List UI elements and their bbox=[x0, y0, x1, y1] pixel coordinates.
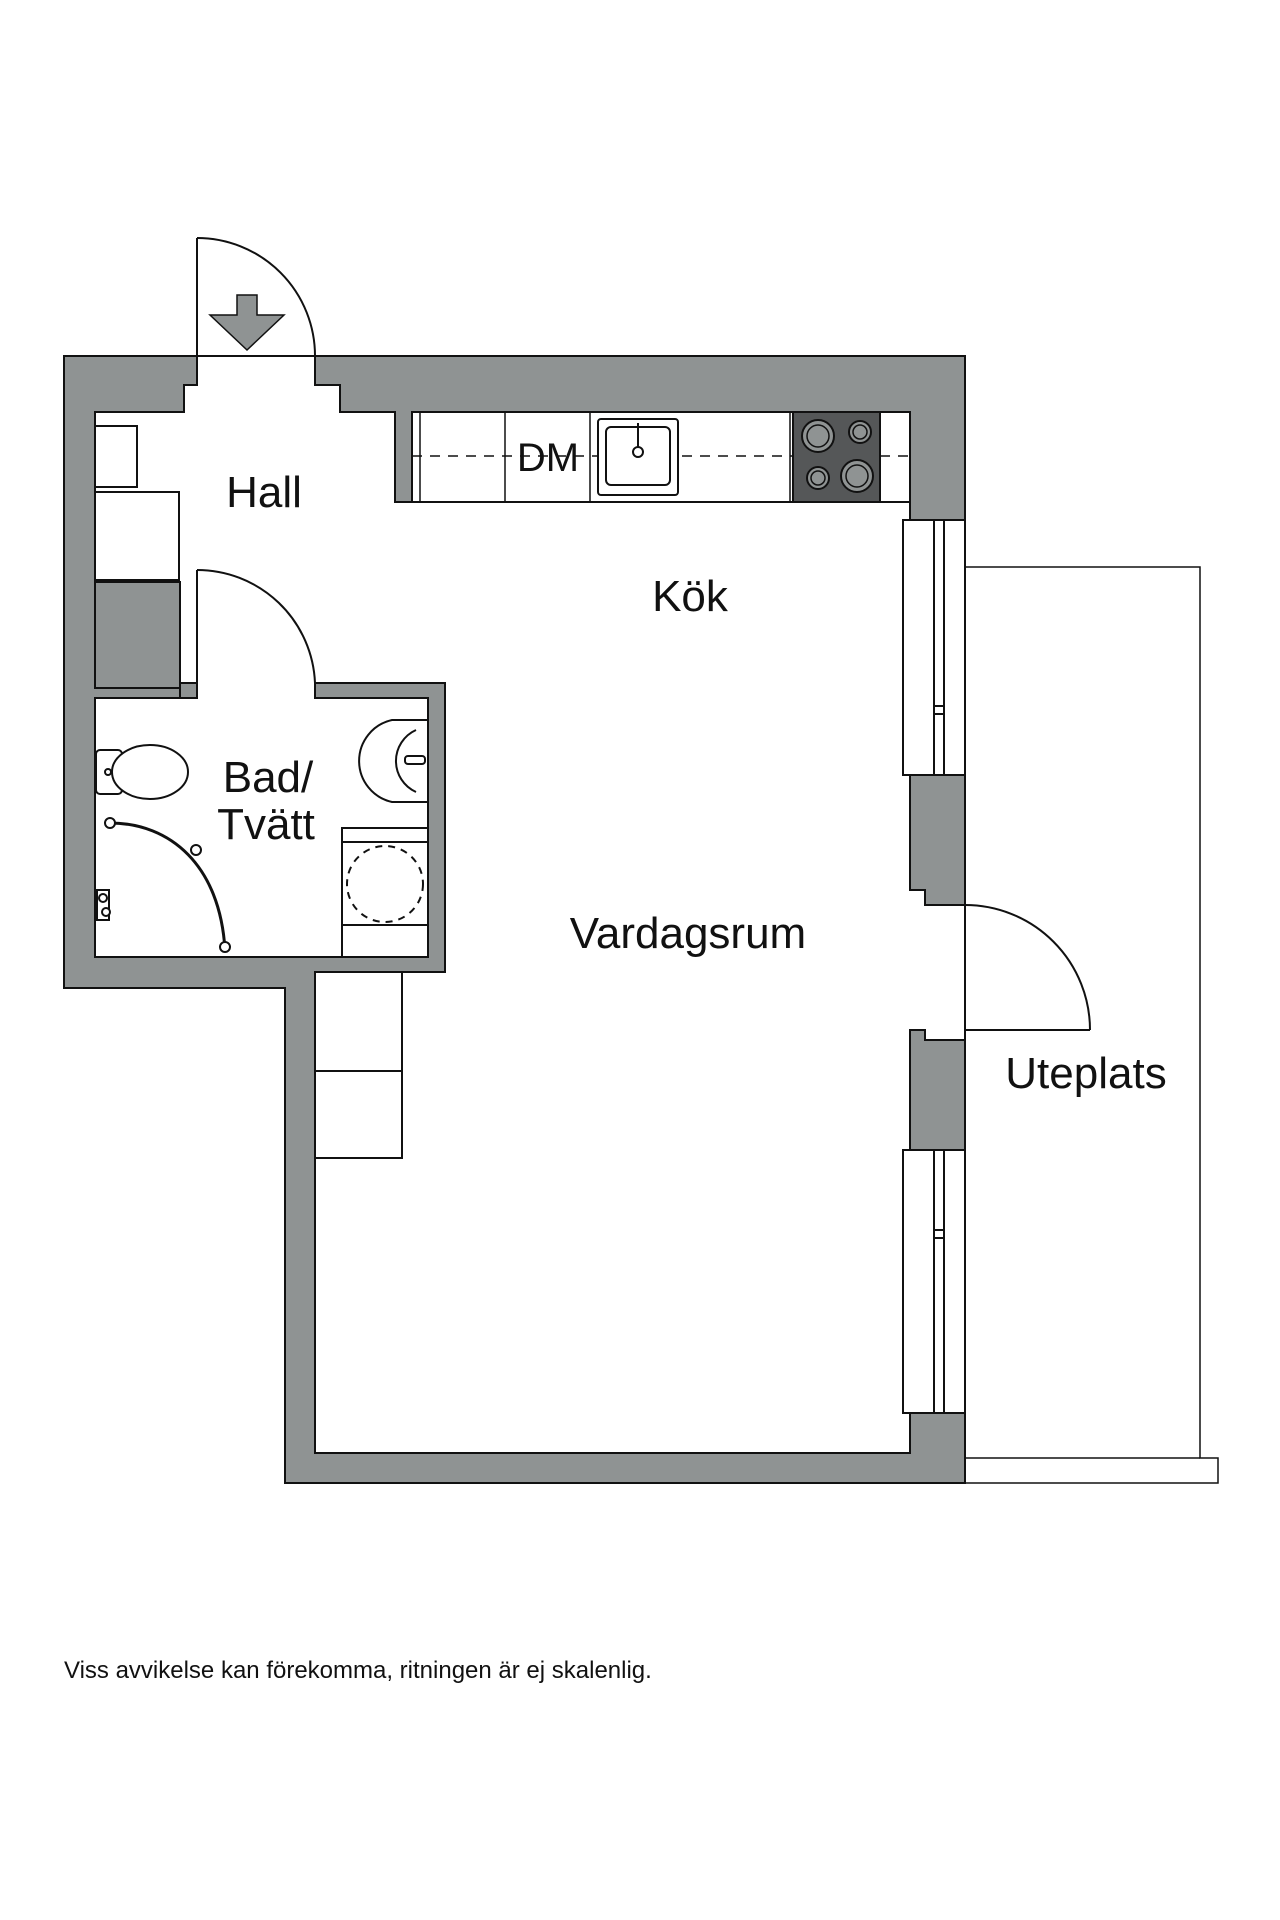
storage-upper bbox=[314, 971, 403, 1072]
kitchen-sink-icon bbox=[597, 418, 679, 496]
hall-west-wall-strip bbox=[94, 581, 181, 689]
closet-upper bbox=[94, 425, 138, 488]
wall-east-pier-2 bbox=[909, 1029, 966, 1151]
bathroom-sink-icon bbox=[358, 719, 429, 803]
wall-fills bbox=[63, 355, 966, 1484]
wall-east-pier-1 bbox=[909, 774, 966, 906]
dishwasher-label: DM bbox=[517, 436, 579, 480]
wall-bath-door-left bbox=[179, 682, 198, 699]
room-label-hall: Hall bbox=[226, 468, 302, 517]
shower-head-icon bbox=[96, 889, 111, 921]
entrance-door bbox=[196, 237, 316, 357]
toilet-icon bbox=[95, 744, 189, 800]
hall-interior-extra bbox=[180, 582, 315, 683]
entrance-arrow-icon bbox=[208, 294, 286, 352]
kitchen-living-interior bbox=[315, 502, 910, 1453]
room-label-bath-line1: Bad/ bbox=[223, 753, 314, 802]
disclaimer-text: Viss avvikelse kan förekomma, ritningen … bbox=[64, 1657, 652, 1684]
washing-machine-icon bbox=[341, 827, 429, 958]
entrance-gap bbox=[197, 356, 315, 412]
window-upper bbox=[902, 519, 966, 776]
bathroom-door bbox=[196, 568, 316, 684]
closet-lower bbox=[94, 491, 180, 581]
stove-icon bbox=[792, 411, 881, 503]
patio-door bbox=[964, 904, 1091, 1031]
window-lower bbox=[902, 1149, 966, 1414]
room-label-bath-line2: Tvätt bbox=[217, 800, 315, 849]
shower-curtain bbox=[104, 817, 231, 953]
hall-closets bbox=[94, 425, 180, 581]
wall-west-full bbox=[63, 355, 966, 1484]
living-storage bbox=[314, 971, 403, 1159]
room-label-patio: Uteplats bbox=[1005, 1049, 1166, 1098]
patio-outline bbox=[965, 566, 1219, 1484]
room-label-living: Vardagsrum bbox=[570, 909, 806, 958]
room-label-kitchen: Kök bbox=[652, 572, 729, 621]
storage-lower bbox=[314, 1070, 403, 1159]
